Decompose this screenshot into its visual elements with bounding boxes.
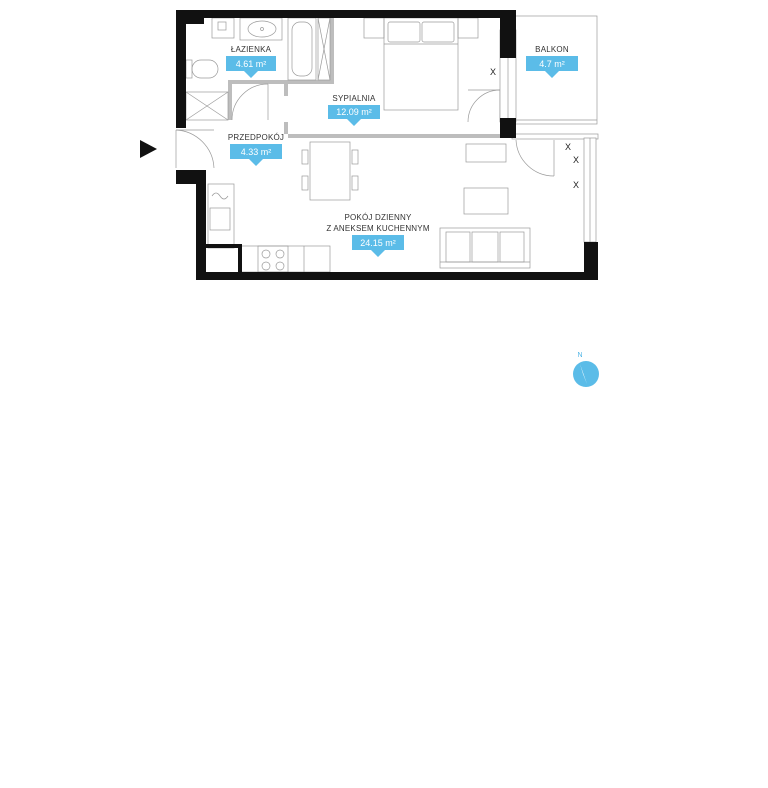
room-name: ŁAZIENKA bbox=[231, 45, 272, 54]
room-area: 12.09 m² bbox=[336, 107, 372, 117]
bedroom-furniture bbox=[363, 17, 501, 123]
entrance-arrow-icon bbox=[140, 140, 157, 158]
marker-x: X bbox=[573, 155, 579, 165]
room-label-living: POKÓJ DZIENNY Z ANEKSEM KUCHENNYM 24.15 … bbox=[326, 213, 430, 257]
room-label-bedroom: SYPIALNIA 12.09 m² bbox=[328, 94, 380, 126]
room-label-bathroom: ŁAZIENKA 4.61 m² bbox=[226, 45, 276, 78]
room-name: SYPIALNIA bbox=[332, 94, 376, 103]
marker-x: X bbox=[565, 142, 571, 152]
room-area: 24.15 m² bbox=[360, 238, 396, 248]
room-name: POKÓJ DZIENNY bbox=[344, 213, 412, 222]
room-label-hallway: PRZEDPOKÓJ 4.33 m² bbox=[228, 133, 284, 166]
compass-n-label: N bbox=[577, 352, 582, 359]
hallway-door bbox=[175, 129, 215, 169]
outer-walls bbox=[176, 10, 598, 280]
room-area: 4.33 m² bbox=[241, 147, 272, 157]
room-area: 4.7 m² bbox=[539, 59, 565, 69]
room-name-line2: Z ANEKSEM KUCHENNYM bbox=[326, 224, 430, 233]
kitchen-fixtures bbox=[207, 183, 331, 273]
compass-icon: N bbox=[573, 352, 599, 387]
room-area: 4.61 m² bbox=[236, 59, 267, 69]
room-name: PRZEDPOKÓJ bbox=[228, 133, 284, 142]
marker-x: X bbox=[490, 67, 496, 77]
room-name: BALKON bbox=[535, 45, 569, 54]
partition-walls bbox=[228, 18, 500, 138]
marker-x: X bbox=[573, 180, 579, 190]
living-furniture bbox=[301, 141, 531, 269]
room-label-balcony: BALKON 4.7 m² bbox=[526, 45, 578, 78]
